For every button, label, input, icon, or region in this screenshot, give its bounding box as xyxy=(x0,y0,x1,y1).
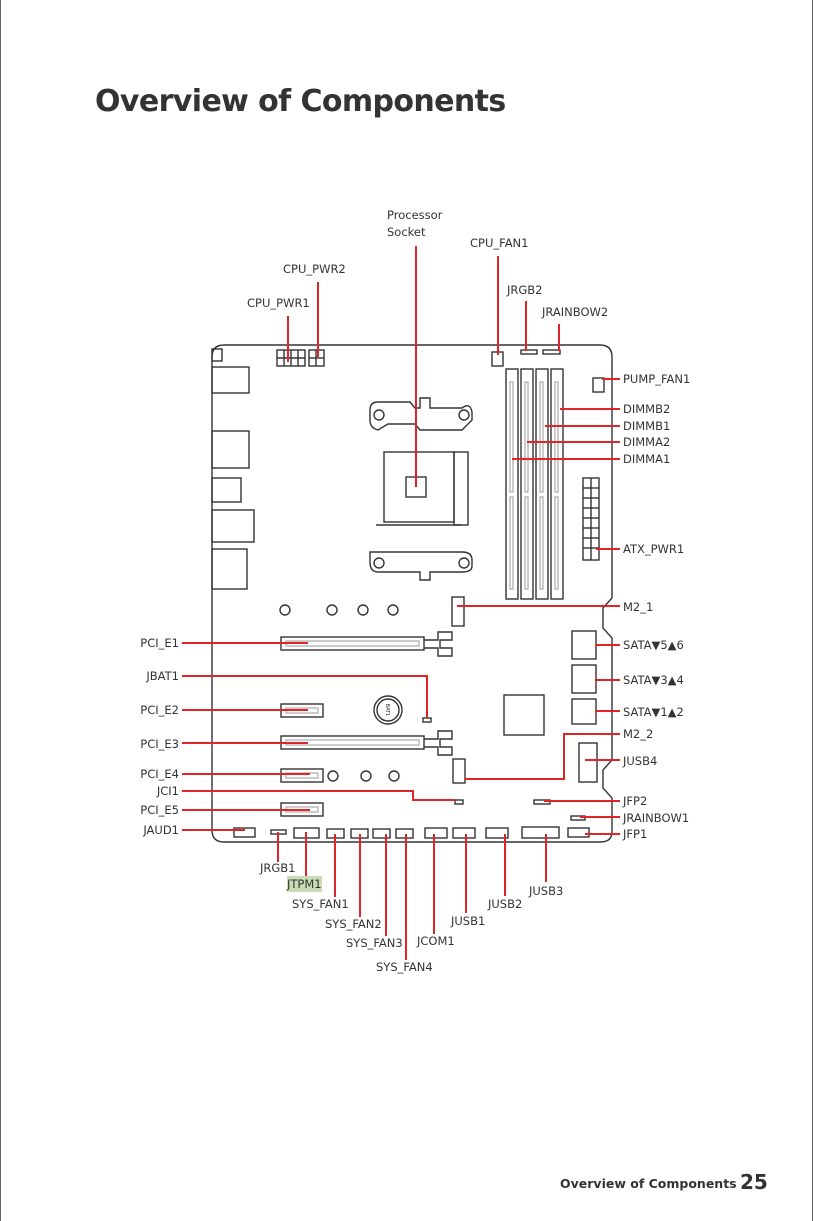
board-outline xyxy=(211,344,613,843)
label-jcom1: JCOM1 xyxy=(416,934,455,948)
label-jrainbow2: JRAINBOW2 xyxy=(541,305,608,319)
label-jusb1: JUSB1 xyxy=(450,914,485,928)
mounting-holes xyxy=(279,604,400,782)
label-sata34: SATA▼3▲4 xyxy=(623,673,684,687)
label-jusb4: JUSB4 xyxy=(622,754,657,768)
label-dimmb1: DIMMB1 xyxy=(623,419,670,433)
label-jrgb1: JRGB1 xyxy=(259,861,296,875)
label-processor: Processor xyxy=(387,208,443,222)
m2-slots xyxy=(451,596,466,784)
label-cpu-pwr2: CPU_PWR2 xyxy=(283,262,346,276)
label-dimma1: DIMMA1 xyxy=(623,452,670,466)
jtpm1-highlight xyxy=(287,876,322,892)
page-number: 25 xyxy=(740,1170,768,1194)
label-m2-1: M2_1 xyxy=(623,600,653,614)
battery-label: BAT1 xyxy=(384,704,390,717)
label-jusb3: JUSB3 xyxy=(528,884,563,898)
callout-lines xyxy=(182,246,620,960)
label-jtpm1: JTPM1 xyxy=(286,877,322,891)
label-jusb2: JUSB2 xyxy=(487,897,522,911)
label-sys-fan1: SYS_FAN1 xyxy=(292,897,349,911)
cpu-socket xyxy=(369,397,473,581)
label-jaud1: JAUD1 xyxy=(142,823,179,837)
label-pci-e2: PCI_E2 xyxy=(140,703,179,717)
label-socket: Socket xyxy=(387,225,426,239)
page-edge-left xyxy=(0,0,1,1221)
rear-io xyxy=(211,348,255,590)
label-cpu-pwr1: CPU_PWR1 xyxy=(247,296,310,310)
component-labels: Processor Socket CPU_FAN1 CPU_PWR2 JRGB2… xyxy=(140,208,690,974)
label-pump-fan1: PUMP_FAN1 xyxy=(623,372,690,386)
label-dimmb2: DIMMB2 xyxy=(623,402,670,416)
right-headers xyxy=(233,799,590,838)
label-dimma2: DIMMA2 xyxy=(623,435,670,449)
page-title: Overview of Components xyxy=(95,84,506,119)
label-jrgb2: JRGB2 xyxy=(506,283,543,297)
label-jrainbow1: JRAINBOW1 xyxy=(622,811,689,825)
label-pci-e5: PCI_E5 xyxy=(140,803,179,817)
label-cpu-fan1: CPU_FAN1 xyxy=(470,236,528,250)
cmos-battery: BAT1 xyxy=(373,695,403,725)
cpu-power-connectors xyxy=(276,349,325,367)
atx-power-connector xyxy=(582,477,600,561)
label-sata56: SATA▼5▲6 xyxy=(623,638,684,652)
label-jfp1: JFP1 xyxy=(622,827,647,841)
label-sata12: SATA▼1▲2 xyxy=(623,705,684,719)
label-m2-2: M2_2 xyxy=(623,727,653,741)
label-jbat1: JBAT1 xyxy=(145,669,179,683)
label-sys-fan3: SYS_FAN3 xyxy=(346,936,403,950)
label-jfp2: JFP2 xyxy=(622,794,647,808)
label-sys-fan4: SYS_FAN4 xyxy=(376,960,433,974)
label-pci-e4: PCI_E4 xyxy=(140,767,179,781)
dimm-slots xyxy=(505,368,564,600)
label-atx-pwr1: ATX_PWR1 xyxy=(623,542,684,556)
jbat1-header xyxy=(422,717,432,723)
chipset xyxy=(503,694,545,736)
jci1-header xyxy=(454,799,464,805)
label-pci-e3: PCI_E3 xyxy=(140,737,179,751)
bottom-headers xyxy=(270,826,560,839)
label-jci1: JCI1 xyxy=(156,784,179,798)
pcie-slots xyxy=(280,631,453,817)
label-pci-e1: PCI_E1 xyxy=(140,636,179,650)
footer-section: Overview of Components xyxy=(560,1176,737,1191)
label-sys-fan2: SYS_FAN2 xyxy=(325,917,382,931)
